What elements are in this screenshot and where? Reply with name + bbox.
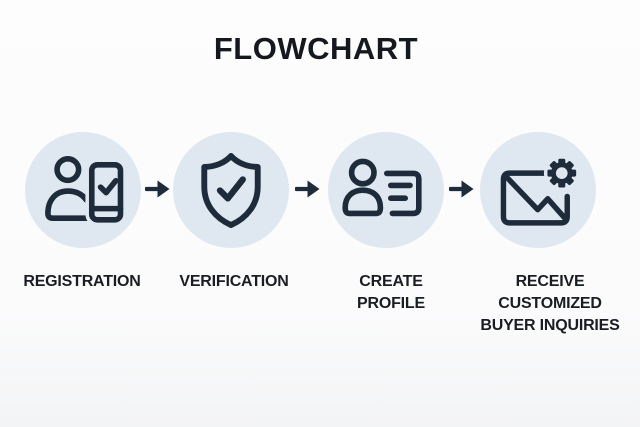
profile-card-icon [342,158,422,217]
step-label-registration: REGISTRATION [23,273,141,290]
page-title: FLOWCHART [213,31,419,66]
mail-gear-icon [500,155,580,226]
step-circle-receive-inquiries [480,132,596,248]
gear-icon [543,155,580,191]
step-circle-registration [25,132,141,248]
step-label-create-profile: CREATE PROFILE [357,273,425,312]
step-circle-create-profile [328,132,444,248]
shield-check-icon [201,152,261,229]
arrow-right-icon [145,180,170,198]
step-label-verification: VERIFICATION [179,273,289,290]
arrow-right-icon [295,180,320,198]
arrow-right-icon [449,180,474,198]
step-circle-verification [173,132,289,248]
step-label-receive-inquiries: RECEIVE CUSTOMIZED BUYER INQUIRIES [480,273,620,334]
user-phone-check-icon [45,156,127,227]
